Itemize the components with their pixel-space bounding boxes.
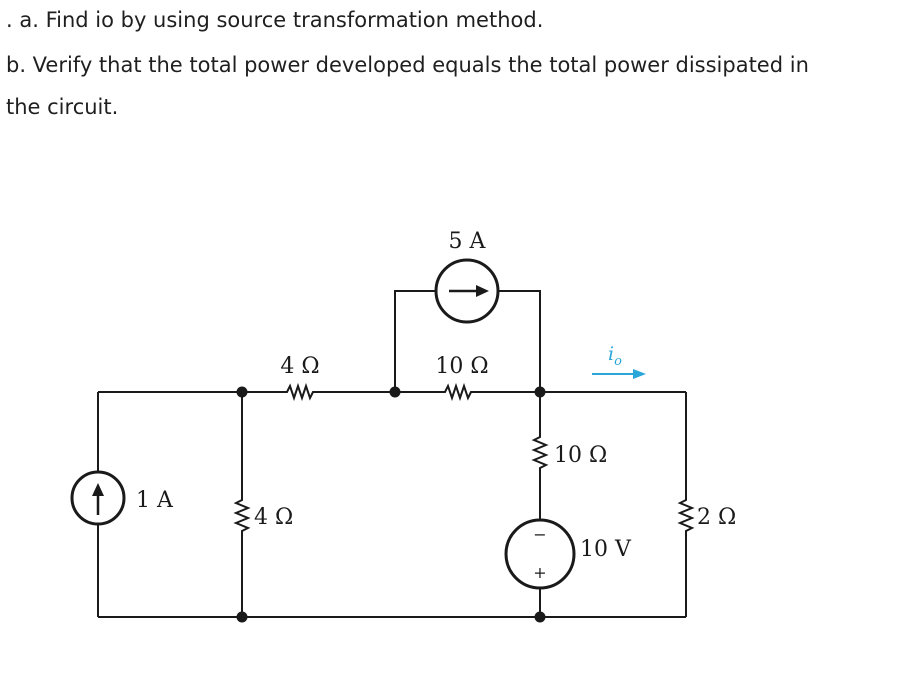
label-vertical-mid-10ohm: 10 Ω [554, 443, 607, 468]
label-10v: 10 V [580, 537, 632, 562]
node-dot [389, 386, 401, 398]
resistor-vertical-mid [531, 435, 549, 469]
resistor-series-left [284, 382, 316, 402]
label-series-mid-10ohm: 10 Ω [435, 354, 488, 379]
io-subscript: o [614, 354, 622, 369]
io-arrow [592, 369, 646, 379]
node-dot [534, 611, 546, 623]
resistor-shunt-left [233, 498, 251, 532]
node-dot [236, 611, 248, 623]
node-dot [534, 386, 546, 398]
question-part-b-line-2: the circuit. [6, 95, 119, 119]
io-symbol: i [608, 343, 614, 365]
node-dot [236, 386, 248, 398]
current-source-5a [434, 258, 500, 324]
resistor-series-mid [442, 382, 474, 402]
voltage-source-minus: − [533, 525, 546, 544]
current-source-1a [70, 470, 126, 526]
label-5a: 5 A [449, 229, 487, 254]
label-series-left-4ohm: 4 Ω [280, 354, 319, 379]
circuit-wires [97, 290, 687, 618]
voltage-source-10v [504, 518, 576, 590]
question-part-b-line-1: b. Verify that the total power developed… [6, 53, 809, 77]
question-part-a: . a. Find io by using source transformat… [6, 8, 544, 32]
label-shunt-left-4ohm: 4 Ω [254, 505, 293, 530]
voltage-source-plus: + [533, 563, 546, 582]
label-1a: 1 A [136, 488, 174, 513]
label-right-2ohm: 2 Ω [697, 505, 736, 530]
io-label: io [608, 343, 622, 369]
resistor-right [677, 498, 695, 532]
circuit-nodes [236, 386, 546, 623]
